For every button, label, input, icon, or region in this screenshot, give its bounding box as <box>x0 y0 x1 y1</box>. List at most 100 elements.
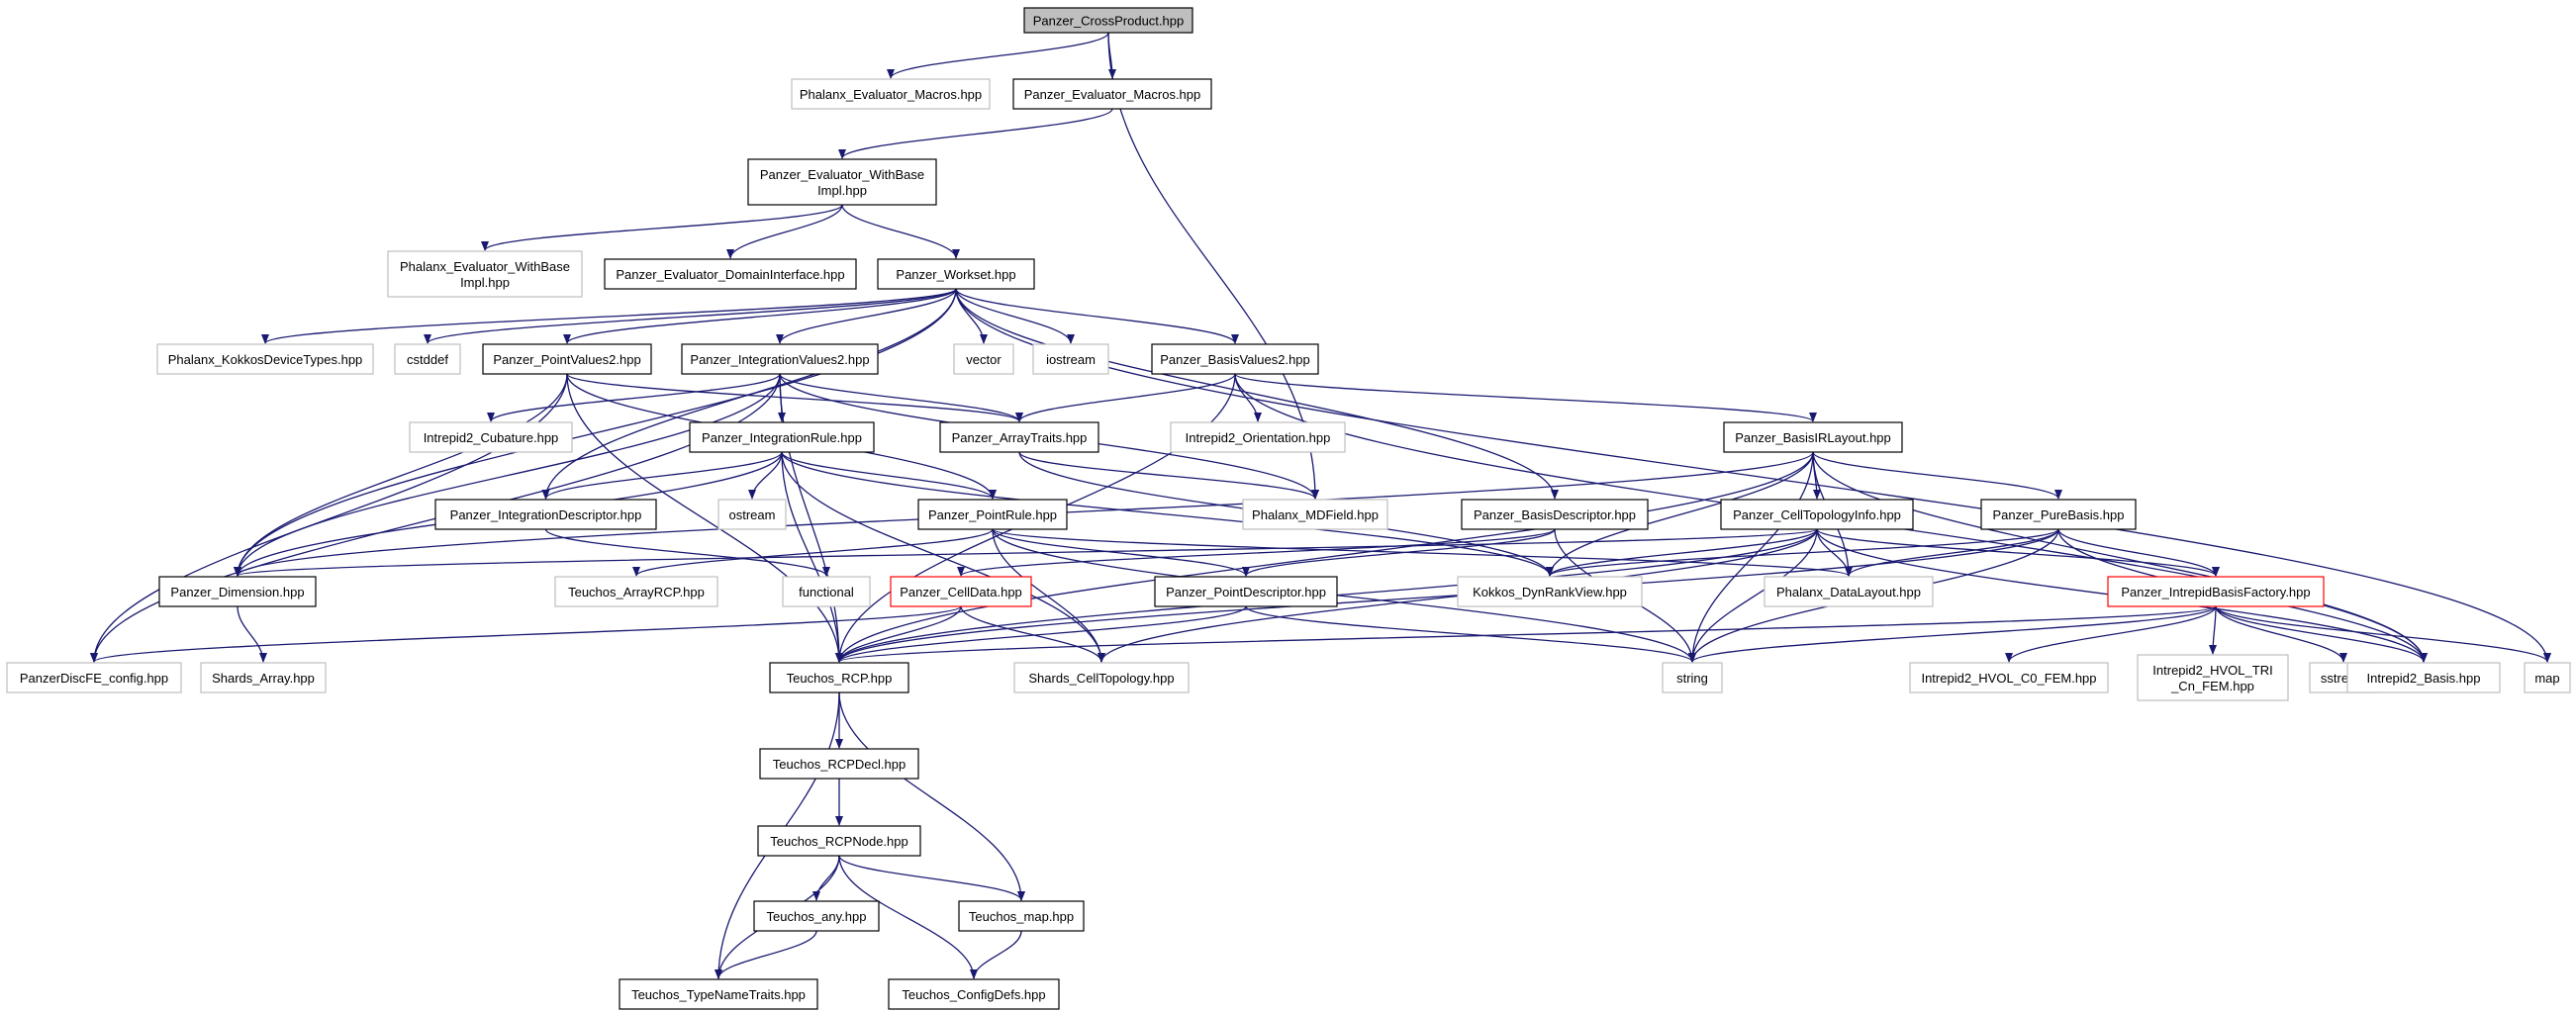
node-box <box>387 250 583 298</box>
node-label: Teuchos_any.hpp <box>767 909 867 924</box>
edge-pz_celldata-to-pz_discfe_config <box>90 605 962 663</box>
node-pz_purebasis[interactable]: Panzer_PureBasis.hpp <box>1980 499 2137 530</box>
node-box <box>434 499 657 530</box>
node-teuchos_map[interactable]: Teuchos_map.hpp <box>958 900 1085 932</box>
node-box <box>890 576 1032 607</box>
edge-pz_workset-to-pz_basisdescriptor <box>955 288 1559 500</box>
node-label: Panzer_CellTopologyInfo.hpp <box>1733 507 1901 522</box>
node-pz_arraytraits[interactable]: Panzer_ArrayTraits.hpp <box>939 421 1099 453</box>
edge-pz_intrepidfactory-to-string <box>1688 605 2217 663</box>
node-label: Panzer_Workset.hpp <box>896 267 1015 282</box>
edge-teuchos_rcpnode-to-teuchos_map <box>838 855 1025 901</box>
node-box <box>409 421 573 453</box>
node-shards_array: Shards_Array.hpp <box>200 662 327 693</box>
node-phx_mdfield: Phalanx_MDField.hpp <box>1242 499 1388 530</box>
node-pz_celltopoinfo[interactable]: Panzer_CellTopologyInfo.hpp <box>1720 499 1914 530</box>
edge-pz_pointrule-to-string <box>992 528 1696 663</box>
edge-pz_intrule-to-pz_pointrule <box>781 451 997 500</box>
node-label: Panzer_PointRule.hpp <box>928 507 1057 522</box>
node-box <box>1013 662 1190 693</box>
node-vector: vector <box>953 343 1014 375</box>
node-pz_workset[interactable]: Panzer_Workset.hpp <box>877 258 1035 290</box>
edge-pz_basisirlayout-to-string <box>1688 451 1814 663</box>
node-box <box>604 258 857 290</box>
edge-pz_intdescriptor-to-functional <box>544 528 830 577</box>
node-label: Teuchos_RCP.hpp <box>787 671 893 686</box>
edge-pz_intvalues2-to-intrepid_cubature <box>487 373 781 422</box>
edge-pz_workset-to-pz_dimension <box>234 288 957 577</box>
edge-teuchos_map-to-teuchos_configdefs <box>970 930 1022 979</box>
edge-pz_eval_withbase-to-pz_eval_domain <box>726 204 843 259</box>
node-pz_pointvalues2[interactable]: Panzer_PointValues2.hpp <box>482 343 652 375</box>
node-label: Panzer_CrossProduct.hpp <box>1033 14 1184 29</box>
node-teuchos_any[interactable]: Teuchos_any.hpp <box>753 900 880 932</box>
node-label: Impl.hpp <box>460 275 510 290</box>
node-label: vector <box>966 352 1002 367</box>
node-pz_dimension[interactable]: Panzer_Dimension.hpp <box>158 576 317 607</box>
edge-pz_eval_macros-to-pz_eval_withbase <box>838 108 1113 159</box>
node-pz_intvalues2[interactable]: Panzer_IntegrationValues2.hpp <box>681 343 879 375</box>
node-pz_eval_domain[interactable]: Panzer_Evaluator_DomainInterface.hpp <box>604 258 857 290</box>
node-box <box>1170 421 1346 453</box>
node-label: Intrepid2_HVOL_TRI <box>2152 663 2272 678</box>
node-pz_basisdescriptor[interactable]: Panzer_BasisDescriptor.hpp <box>1461 499 1649 530</box>
edge-pz_basisvalues2-to-pz_basisirlayout <box>1234 373 1817 422</box>
node-pz_basisvalues2[interactable]: Panzer_BasisValues2.hpp <box>1151 343 1319 375</box>
edge-pz_celldata-to-shards_celltopo <box>960 605 1105 663</box>
node-teuchos_configdefs[interactable]: Teuchos_ConfigDefs.hpp <box>888 978 1060 1010</box>
edge-pz_basisvalues2-to-intrepid_orient <box>1234 373 1262 422</box>
node-phx_datalayout: Phalanx_DataLayout.hpp <box>1764 576 1934 607</box>
node-pz_intrepidfactory[interactable]: Panzer_IntrepidBasisFactory.hpp <box>2107 576 2325 607</box>
edge-pz_pointvalues2-to-pz_discfe_config <box>90 373 568 663</box>
node-label: Phalanx_KokkosDeviceTypes.hpp <box>168 352 363 367</box>
edge-pz_workset-to-pz_basisvalues2 <box>955 288 1239 344</box>
node-label: Panzer_BasisIRLayout.hpp <box>1735 430 1891 445</box>
node-teuchos_rcpnode[interactable]: Teuchos_RCPNode.hpp <box>757 825 921 857</box>
edge-pz_pointrule-to-phx_datalayout <box>992 528 1853 577</box>
node-label: Shards_Array.hpp <box>212 671 315 686</box>
node-box <box>1023 7 1193 34</box>
edge-pz_workset-to-cstddef <box>424 288 957 344</box>
node-label: Impl.hpp <box>817 183 867 198</box>
node-label: Intrepid2_HVOL_C0_FEM.hpp <box>1921 671 2096 686</box>
edge-pz_pointdescriptor-to-teuchos_rcp <box>835 605 1247 663</box>
node-teuchos_rcp[interactable]: Teuchos_RCP.hpp <box>769 662 909 693</box>
node-pz_basisirlayout[interactable]: Panzer_BasisIRLayout.hpp <box>1723 421 1903 453</box>
edge-pz_purebasis-to-teuchos_rcp <box>835 528 2059 663</box>
node-pz_intdescriptor[interactable]: Panzer_IntegrationDescriptor.hpp <box>434 499 657 530</box>
node-box <box>953 343 1014 375</box>
node-pz_celldata[interactable]: Panzer_CellData.hpp <box>890 576 1032 607</box>
node-label: functional <box>799 585 854 599</box>
edge-pz_intrepidfactory-to-teuchos_rcp <box>835 605 2217 663</box>
node-label: Panzer_IntegrationRule.hpp <box>702 430 862 445</box>
node-label: Panzer_BasisDescriptor.hpp <box>1474 507 1636 522</box>
node-pz_pointrule[interactable]: Panzer_PointRule.hpp <box>917 499 1068 530</box>
node-pz_pointdescriptor[interactable]: Panzer_PointDescriptor.hpp <box>1154 576 1338 607</box>
node-label: Teuchos_TypeNameTraits.hpp <box>631 987 806 1002</box>
node-phx_eval_macros: Phalanx_Evaluator_Macros.hpp <box>791 78 991 110</box>
node-kokkos_dynrank: Kokkos_DynRankView.hpp <box>1457 576 1643 607</box>
node-intrepid_cubature: Intrepid2_Cubature.hpp <box>409 421 573 453</box>
node-box <box>1457 576 1643 607</box>
node-label: Intrepid2_Orientation.hpp <box>1186 430 1331 445</box>
node-box <box>2137 654 2289 701</box>
node-pz_intrule[interactable]: Panzer_IntegrationRule.hpp <box>689 421 875 453</box>
edge-pz_purebasis-to-pz_intrepidfactory <box>2057 528 2220 577</box>
node-functional: functional <box>782 576 871 607</box>
node-cstddef: cstddef <box>394 343 461 375</box>
node-label: Panzer_PointDescriptor.hpp <box>1166 585 1326 599</box>
node-label: Panzer_Evaluator_WithBase <box>760 167 924 182</box>
node-teuchos_typenametraits[interactable]: Teuchos_TypeNameTraits.hpp <box>619 978 818 1010</box>
node-teuchos_rcpdecl[interactable]: Teuchos_RCPDecl.hpp <box>759 748 919 780</box>
edge-pz_purebasis-to-phx_datalayout <box>1845 528 2059 577</box>
node-pz_eval_macros[interactable]: Panzer_Evaluator_Macros.hpp <box>1012 78 1212 110</box>
node-crossproduct[interactable]: Panzer_CrossProduct.hpp <box>1023 7 1193 34</box>
node-pz_discfe_config: PanzerDiscFE_config.hpp <box>6 662 182 693</box>
edge-crossproduct-to-phx_eval_macros <box>887 32 1109 79</box>
node-box <box>717 499 787 530</box>
node-box <box>888 978 1060 1010</box>
edge-pz_eval_withbase-to-phx_eval_withbase <box>481 204 843 251</box>
node-label: PanzerDiscFE_config.hpp <box>20 671 168 686</box>
